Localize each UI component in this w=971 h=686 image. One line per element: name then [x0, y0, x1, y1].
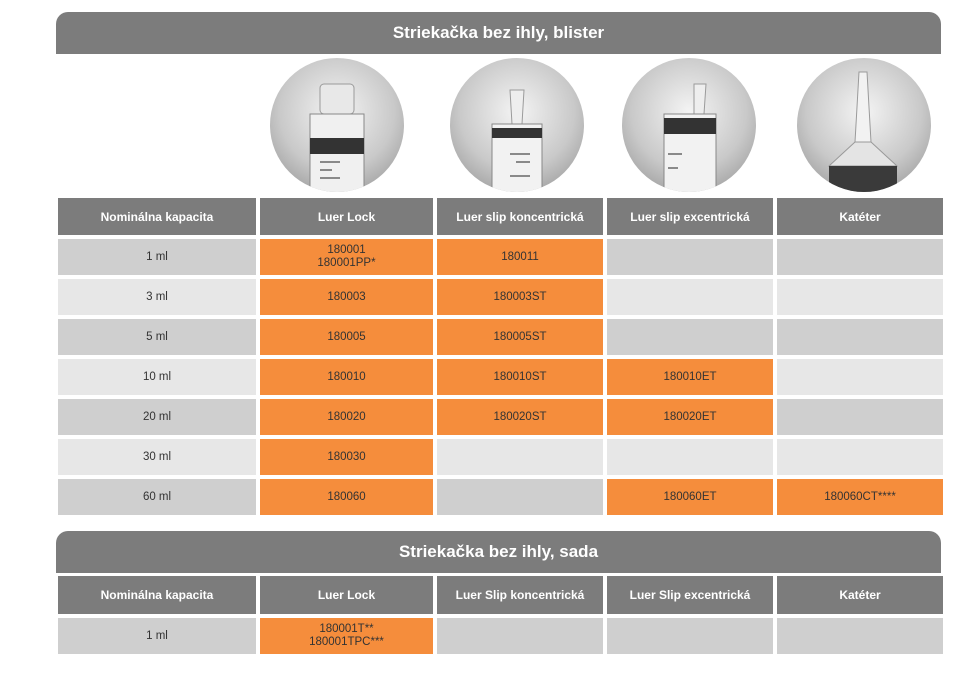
header-luer-slip-concentric: Luer Slip koncentrická	[437, 576, 603, 614]
luer-slip-concentric-tip-icon	[491, 89, 543, 192]
product-code: 180020ET	[663, 410, 717, 423]
capacity-cell: 60 ml	[58, 479, 256, 515]
empty-cell	[607, 319, 773, 355]
table-row: 10 ml 180010 180010ST 180010ET	[58, 359, 943, 395]
product-code-cell: 180011	[437, 239, 603, 275]
table-row: 1 ml 180001 180001PP* 180011	[58, 239, 943, 275]
empty-cell	[607, 439, 773, 475]
capacity-cell: 30 ml	[58, 439, 256, 475]
product-photos	[0, 56, 971, 194]
table-row: 30 ml 180030	[58, 439, 943, 475]
product-code: 180010ST	[493, 370, 547, 383]
product-code-cell: 180020ET	[607, 399, 773, 435]
empty-cell	[777, 279, 943, 315]
empty-cell	[437, 479, 603, 515]
header-luer-slip-eccentric: Luer Slip excentrická	[607, 576, 773, 614]
set-table: Nominálna kapacita Luer Lock Luer Slip k…	[54, 572, 947, 658]
header-capacity: Nominálna kapacita	[58, 576, 256, 614]
luer-slip-eccentric-tip-icon	[663, 83, 717, 192]
product-code-cell: 180060CT****	[777, 479, 943, 515]
empty-cell	[777, 399, 943, 435]
product-code-cell: 180010ET	[607, 359, 773, 395]
header-catheter: Katéter	[777, 576, 943, 614]
product-code: 180010ET	[663, 370, 717, 383]
product-code-cell: 180030	[260, 439, 433, 475]
header-capacity: Nominálna kapacita	[58, 198, 256, 235]
product-code: 180030	[327, 450, 366, 463]
header-luer-slip-concentric: Luer slip koncentrická	[437, 198, 603, 235]
product-code: 180001	[327, 244, 366, 256]
product-code: 180005	[327, 330, 366, 343]
header-catheter: Katéter	[777, 198, 943, 235]
section-title-set: Striekačka bez ihly, sada	[56, 531, 941, 573]
product-code-cell: 180003ST	[437, 279, 603, 315]
product-code-cell: 180020ST	[437, 399, 603, 435]
capacity-cell: 10 ml	[58, 359, 256, 395]
product-code-cell: 180005	[260, 319, 433, 355]
capacity-cell: 1 ml	[58, 239, 256, 275]
empty-cell	[777, 439, 943, 475]
product-code-cell: 180001T** 180001TPC***	[260, 618, 433, 654]
product-code-cell: 180010	[260, 359, 433, 395]
table-row: 1 ml 180001T** 180001TPC***	[58, 618, 943, 654]
product-code: 180060CT****	[824, 490, 896, 503]
table-header-row: Nominálna kapacita Luer Lock Luer Slip k…	[58, 576, 943, 614]
product-code: 180005ST	[493, 330, 547, 343]
table-row: 20 ml 180020 180020ST 180020ET	[58, 399, 943, 435]
product-code-cell: 180003	[260, 279, 433, 315]
product-code-cell: 180010ST	[437, 359, 603, 395]
capacity-cell: 3 ml	[58, 279, 256, 315]
product-code-cell: 180060ET	[607, 479, 773, 515]
luer-lock-tip-icon	[309, 83, 365, 192]
catheter-tip-icon	[827, 71, 899, 192]
product-code: 180001PP*	[317, 257, 376, 269]
section-title-blister: Striekačka bez ihly, blister	[56, 12, 941, 54]
empty-cell	[777, 618, 943, 654]
product-code: 180001TPC***	[309, 636, 384, 648]
table-row: 5 ml 180005 180005ST	[58, 319, 943, 355]
luer-slip-concentric-tip-photo	[450, 58, 584, 192]
empty-cell	[437, 439, 603, 475]
empty-cell	[777, 239, 943, 275]
header-luer-lock: Luer Lock	[260, 198, 433, 235]
section-title-text: Striekačka bez ihly, blister	[392, 23, 605, 42]
capacity-cell: 1 ml	[58, 618, 256, 654]
product-code: 180060	[327, 490, 366, 503]
product-code: 180060ET	[663, 490, 717, 503]
product-code-cell: 180005ST	[437, 319, 603, 355]
capacity-cell: 5 ml	[58, 319, 256, 355]
product-code-cell: 180001 180001PP*	[260, 239, 433, 275]
section-title-text: Striekačka bez ihly, sada	[398, 542, 599, 561]
table-header-row: Nominálna kapacita Luer Lock Luer slip k…	[58, 198, 943, 235]
table-row: 3 ml 180003 180003ST	[58, 279, 943, 315]
empty-cell	[777, 359, 943, 395]
capacity-cell: 20 ml	[58, 399, 256, 435]
product-code: 180020ST	[493, 410, 547, 423]
header-luer-lock: Luer Lock	[260, 576, 433, 614]
empty-cell	[607, 239, 773, 275]
empty-cell	[607, 279, 773, 315]
product-code: 180011	[501, 250, 539, 263]
luer-slip-eccentric-tip-photo	[622, 58, 756, 192]
empty-cell	[607, 618, 773, 654]
product-code: 180003ST	[493, 290, 547, 303]
catheter-tip-photo	[797, 58, 931, 192]
product-code: 180020	[327, 410, 366, 423]
empty-cell	[437, 618, 603, 654]
product-code: 180001T**	[319, 623, 374, 635]
luer-lock-tip-photo	[270, 58, 404, 192]
product-code-cell: 180020	[260, 399, 433, 435]
blister-table: Nominálna kapacita Luer Lock Luer slip k…	[54, 194, 947, 519]
product-code-cell: 180060	[260, 479, 433, 515]
empty-cell	[777, 319, 943, 355]
product-code: 180003	[327, 290, 366, 303]
table-row: 60 ml 180060 180060ET 180060CT****	[58, 479, 943, 515]
header-luer-slip-eccentric: Luer slip excentrická	[607, 198, 773, 235]
product-code: 180010	[327, 370, 366, 383]
